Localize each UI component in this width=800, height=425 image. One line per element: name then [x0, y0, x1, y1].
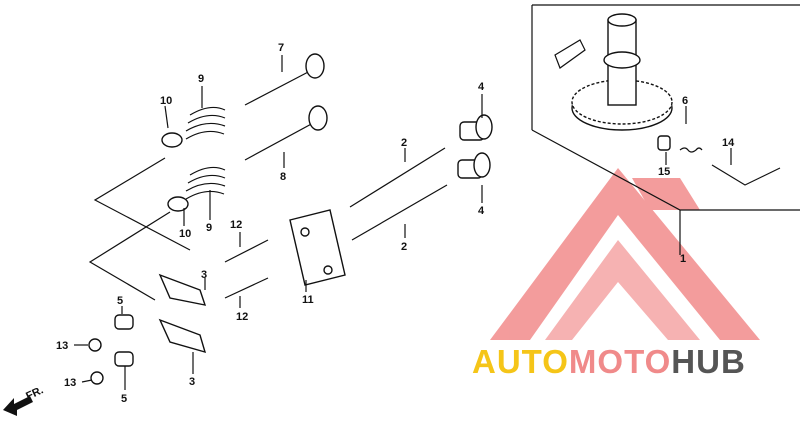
callout-numbers: 1 2 2 3 3 4 4 5 5 6 7 8 9 9 10 10 11 12 … — [56, 42, 735, 405]
callout-7: 7 — [278, 42, 284, 54]
lock-nuts — [88, 338, 104, 385]
camshaft-gear — [554, 13, 673, 131]
callout-14: 14 — [722, 137, 735, 149]
brand-part-moto: MOTO — [568, 343, 672, 380]
callout-11: 11 — [302, 294, 314, 306]
callout-10: 10 — [179, 228, 191, 240]
front-direction-label: FR. — [24, 384, 45, 402]
push-rods — [349, 147, 448, 241]
callout-9: 9 — [198, 73, 204, 85]
callout-4: 4 — [478, 205, 485, 217]
callout-5: 5 — [121, 393, 127, 405]
pin-part — [657, 135, 671, 151]
tappets — [457, 114, 493, 179]
callout-3: 3 — [189, 376, 195, 388]
valves — [244, 53, 328, 161]
callout-3: 3 — [201, 269, 207, 281]
callout-1: 1 — [680, 253, 686, 265]
callout-2: 2 — [401, 137, 407, 149]
group-brackets — [88, 157, 191, 301]
spring-retainers — [161, 132, 189, 212]
adjusting-studs — [224, 239, 269, 299]
rocker-pivots — [114, 314, 134, 367]
callout-8: 8 — [280, 171, 286, 183]
rocker-arms — [158, 273, 207, 354]
brand-part-hub: HUB — [671, 343, 746, 380]
callout-2: 2 — [401, 241, 407, 253]
callout-12: 12 — [230, 219, 242, 231]
watermark-logo — [490, 168, 760, 340]
callout-15: 15 — [658, 166, 670, 178]
callout-12: 12 — [236, 311, 248, 323]
tool-part — [711, 164, 781, 186]
guide-plate — [289, 209, 346, 286]
decomp-spring — [679, 147, 703, 153]
callout-10: 10 — [160, 95, 172, 107]
callout-13: 13 — [64, 377, 76, 389]
front-arrow-icon — [3, 396, 33, 416]
callout-9: 9 — [206, 222, 212, 234]
valve-springs — [185, 106, 226, 200]
callout-4: 4 — [478, 81, 485, 93]
callout-13: 13 — [56, 340, 68, 352]
camshaft-panel — [531, 4, 800, 255]
callout-6: 6 — [682, 95, 688, 107]
callout-5: 5 — [117, 295, 123, 307]
leader-lines — [74, 55, 732, 390]
watermark-brand: AUTOMOTOHUB — [472, 342, 746, 382]
brand-part-auto: AUTO — [472, 343, 569, 380]
